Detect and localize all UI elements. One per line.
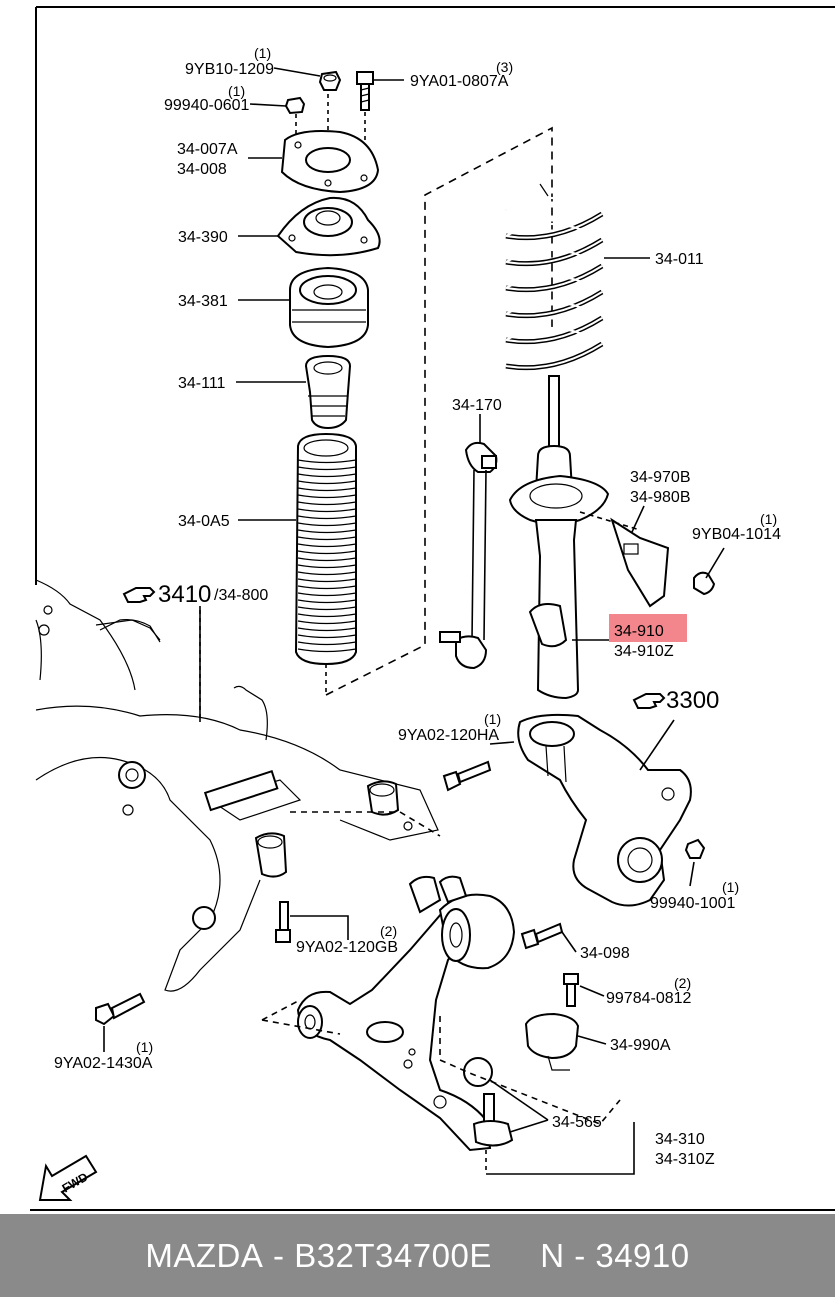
qty-99784-0812: (2) bbox=[674, 975, 691, 991]
bump-stop-34-111 bbox=[304, 354, 352, 430]
pointing-hand-icon bbox=[122, 587, 156, 603]
label-34-310z: 34-310Z bbox=[655, 1151, 715, 1168]
label-3410: 3410 bbox=[158, 581, 211, 608]
label-34-910z: 34-910Z bbox=[614, 643, 674, 660]
label-34-970b: 34-970B bbox=[630, 469, 691, 486]
label-34-390: 34-390 bbox=[178, 229, 228, 246]
qty-99940-0601: (1) bbox=[228, 83, 245, 99]
label-34-008: 34-008 bbox=[177, 161, 227, 178]
bolt-9ya02-1430a bbox=[95, 992, 146, 1026]
nut-99940-1001 bbox=[684, 838, 706, 859]
pointing-hand-icon bbox=[632, 693, 666, 709]
label-3300: 3300 bbox=[666, 687, 719, 714]
bolt-9ya02-120ha bbox=[442, 760, 492, 792]
label-34-980b: 34-980B bbox=[630, 489, 691, 506]
label-34-990a: 34-990A bbox=[610, 1037, 671, 1054]
label-34-910: 34-910 bbox=[614, 623, 664, 640]
highlight-34-910 bbox=[609, 614, 687, 642]
bolt-99784-0812 bbox=[563, 973, 579, 1007]
coil-spring-34-011 bbox=[505, 183, 604, 371]
label-34-011: 34-011 bbox=[655, 251, 704, 268]
qty-9yb04-1014: (1) bbox=[760, 511, 777, 527]
label-9yb10-1209: 9YB10-1209 bbox=[185, 61, 274, 78]
stabilizer-link-34-170 bbox=[439, 441, 498, 670]
label-34-565: 34-565 bbox=[552, 1114, 602, 1131]
label-9ya01-0807a: 9YA01-0807A bbox=[410, 73, 509, 90]
label-99784-0812: 99784-0812 bbox=[606, 990, 692, 1007]
footer-brand: MAZDA bbox=[145, 1236, 264, 1274]
strut-mount-34-390 bbox=[276, 196, 381, 257]
flange-nut-9yb10-1209 bbox=[318, 70, 342, 91]
leader-lines bbox=[103, 67, 725, 1175]
label-34-310: 34-310 bbox=[655, 1131, 705, 1148]
qty-9ya02-1430a: (1) bbox=[136, 1039, 153, 1055]
label-34-170: 34-170 bbox=[452, 397, 502, 414]
label-99940-1001: 99940-1001 bbox=[650, 895, 736, 912]
upper-mount-plate bbox=[280, 130, 380, 194]
label-9ya02-120gb: 9YA02-120GB bbox=[296, 939, 398, 956]
bolt-9ya02-120gb bbox=[275, 901, 291, 943]
label-34-800: /34-800 bbox=[214, 587, 268, 604]
bolt-9ya01-0807a bbox=[356, 71, 374, 111]
label-34-111: 34-111 bbox=[178, 375, 226, 392]
label-34-007a: 34-007A bbox=[177, 141, 238, 158]
crossmember-3410 bbox=[35, 579, 439, 992]
label-99940-0601: 99940-0601 bbox=[164, 97, 250, 114]
label-9ya02-1430a: 9YA02-1430A bbox=[54, 1055, 153, 1072]
footer-part-number: B32T34700E bbox=[294, 1236, 492, 1274]
qty-9yb10-1209: (1) bbox=[254, 45, 271, 61]
bearing-34-381 bbox=[289, 266, 369, 349]
nut-9yb04-1014 bbox=[693, 571, 716, 596]
footer-gap bbox=[492, 1237, 540, 1275]
lower-control-arm-34-310 bbox=[296, 875, 516, 1152]
qty-9ya02-120gb: (2) bbox=[380, 923, 397, 939]
label-9ya02-120ha: 9YA02-120HA bbox=[398, 727, 499, 744]
bolt-34-098 bbox=[520, 922, 564, 950]
label-34-0a5: 34-0A5 bbox=[178, 513, 230, 530]
label-9yb04-1014: 9YB04-1014 bbox=[692, 526, 781, 543]
footer-separator: - bbox=[263, 1236, 295, 1274]
shock-absorber-strut bbox=[508, 375, 670, 700]
footer-bar: MAZDA - B32T34700E N - 34910 bbox=[0, 1214, 835, 1297]
ball-joint-cover-34-990a bbox=[524, 1012, 580, 1071]
footer-ref: N - 34910 bbox=[540, 1236, 690, 1274]
label-34-381: 34-381 bbox=[178, 293, 228, 310]
qty-9ya01-0807a: (3) bbox=[496, 59, 513, 75]
parts-diagram: (1) 9YB10-1209 (1) 99940-0601 (3) 9YA01-… bbox=[30, 6, 835, 1211]
qty-99940-1001: (1) bbox=[722, 879, 739, 895]
steering-knuckle-3300 bbox=[517, 713, 692, 907]
dust-boot-34-0a5 bbox=[294, 432, 357, 666]
label-34-098: 34-098 bbox=[580, 945, 630, 962]
qty-9ya02-120ha: (1) bbox=[484, 711, 501, 727]
fwd-arrow-icon: FWD bbox=[38, 1154, 98, 1201]
nut-99940-0601 bbox=[284, 96, 306, 115]
